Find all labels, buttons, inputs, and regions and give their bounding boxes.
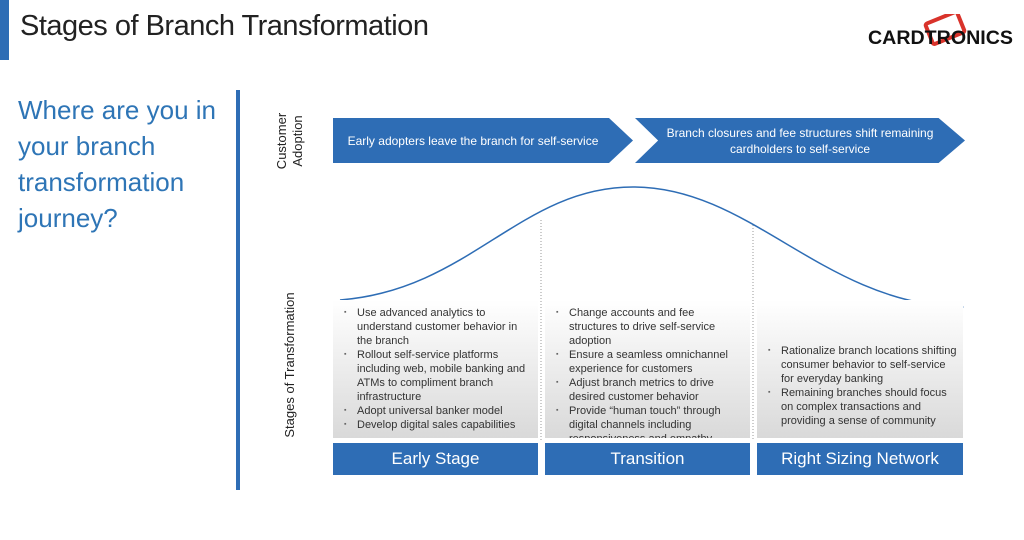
chevron-early-adopters: Early adopters leave the branch for self… [333, 118, 633, 163]
question-text: Where are you in your branch transformat… [18, 95, 216, 233]
svg-text:CARDTRONICS: CARDTRONICS [868, 28, 1013, 49]
bullet: Change accounts and fee structures to dr… [556, 306, 744, 348]
bullet: Adopt universal banker model [344, 404, 532, 418]
title-accent-bar [0, 0, 9, 60]
bullet: Adjust branch metrics to drive desired c… [556, 376, 744, 404]
bullet: Develop digital sales capabilities [344, 418, 532, 432]
transition-box: Change accounts and fee structures to dr… [545, 300, 750, 438]
bullet: Rollout self-service platforms including… [344, 348, 532, 404]
bullet: Rationalize branch locations shifting co… [768, 344, 957, 386]
stage-right-sizing: Right Sizing Network [757, 443, 963, 475]
chevron-text: Early adopters leave the branch for self… [347, 133, 599, 148]
bell-curve [339, 186, 956, 308]
bullet: Remaining branches should focus on compl… [768, 386, 957, 428]
bullet: Provide “human touch” through digital ch… [556, 404, 744, 438]
bullet: Use advanced analytics to understand cus… [344, 306, 532, 348]
chevron-text: Branch closures and fee structures shift… [666, 125, 934, 156]
chevron-branch-closures: Branch closures and fee structures shift… [635, 118, 965, 163]
slide-title: Stages of Branch Transformation [20, 10, 429, 42]
bullet: Ensure a seamless omnichannel experience… [556, 348, 744, 376]
right-sizing-box: Rationalize branch locations shifting co… [757, 300, 963, 438]
stage-early: Early Stage [333, 443, 538, 475]
early-stage-box: Use advanced analytics to understand cus… [333, 300, 538, 438]
stage-transition: Transition [545, 443, 750, 475]
vertical-divider [236, 90, 240, 490]
cardtronics-logo: CARDTRONICS [868, 14, 1013, 49]
